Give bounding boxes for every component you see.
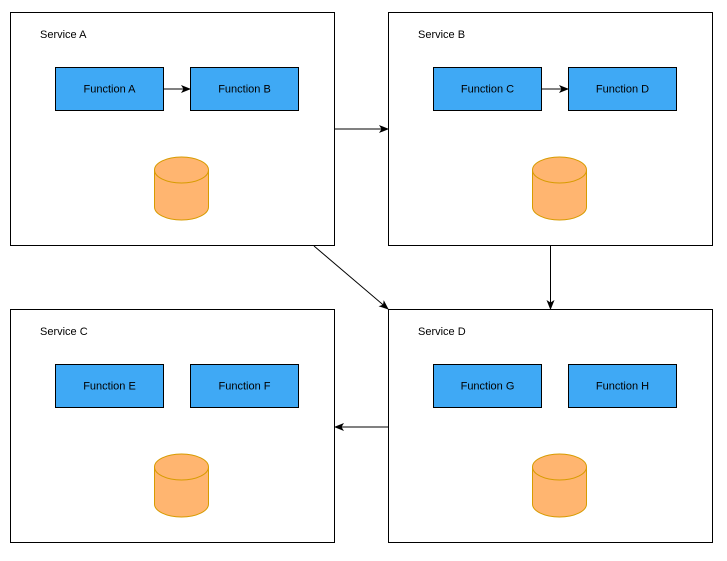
function-c-box	[433, 67, 542, 111]
service-d[interactable]: Service D Function G Function H	[388, 309, 713, 543]
function-h-box	[568, 364, 677, 408]
service-b-title: Service B	[418, 29, 465, 41]
function-e-box	[55, 364, 164, 408]
service-d-title: Service D	[418, 326, 466, 338]
function-a[interactable]: Function A	[55, 67, 164, 111]
function-g-label: Function G	[461, 381, 515, 393]
function-d-label: Function D	[596, 84, 649, 96]
function-h[interactable]: Function H	[568, 364, 677, 408]
service-a[interactable]: Service A Function A Function B	[10, 12, 335, 246]
function-e-label: Function E	[83, 381, 136, 393]
arrow-service-a-to-service-d	[313, 245, 389, 310]
database-icon	[532, 453, 587, 518]
database-icon	[154, 156, 209, 221]
function-c[interactable]: Function C	[433, 67, 542, 111]
function-a-label: Function A	[84, 84, 137, 96]
function-f-label: Function F	[219, 381, 271, 393]
function-g-box	[433, 364, 542, 408]
service-a-title: Service A	[40, 29, 87, 41]
function-g[interactable]: Function G	[433, 364, 542, 408]
function-a-box	[55, 67, 164, 111]
database-icon	[154, 453, 209, 518]
function-c-label: Function C	[461, 84, 514, 96]
function-h-label: Function H	[596, 381, 649, 393]
function-f-box	[190, 364, 299, 408]
service-c[interactable]: Service C Function E Function F	[10, 309, 335, 543]
database-icon	[532, 156, 587, 221]
function-b[interactable]: Function B	[190, 67, 299, 111]
function-b-label: Function B	[218, 84, 271, 96]
service-c-title: Service C	[40, 326, 88, 338]
function-d[interactable]: Function D	[568, 67, 677, 111]
function-e[interactable]: Function E	[55, 364, 164, 408]
service-b[interactable]: Service B Function C Function D	[388, 12, 713, 246]
function-f[interactable]: Function F	[190, 364, 299, 408]
function-b-box	[190, 67, 299, 111]
